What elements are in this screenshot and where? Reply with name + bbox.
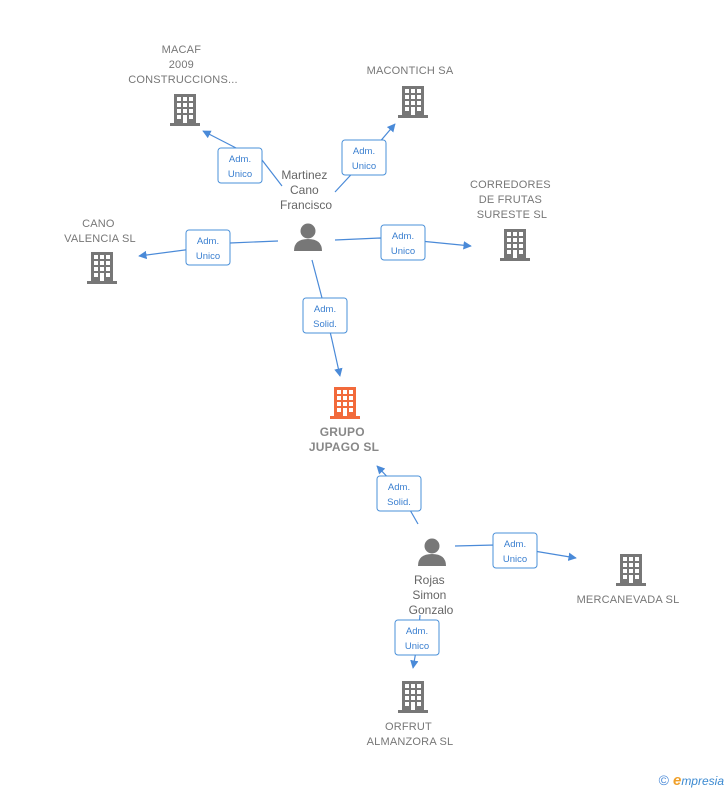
person-label-rojas: Rojas Simon Gonzalo [409,573,454,617]
building-icon [87,252,117,284]
person-node-martinez[interactable]: Martinez Cano Francisco [280,168,332,251]
company-node-cano-valencia[interactable]: CANO VALENCIA SL [64,218,136,284]
edge-label-e7[interactable]: Adm.Unico [492,532,538,569]
building-icon [500,229,530,261]
company-node-macaf[interactable]: MACAF 2009 CONSTRUCCIONS... [128,44,238,126]
edge-label-e2[interactable]: Adm.Unico [341,139,387,176]
svg-text:Adm.Unico: Adm.Unico [196,236,220,262]
svg-text:Adm.Unico: Adm.Unico [228,154,252,180]
company-node-grupo-jupago[interactable]: GRUPO JUPAGO SL [309,387,379,454]
building-icon [616,554,646,586]
edge-label-e1[interactable]: Adm.Unico [217,147,263,184]
company-label-orfrut: ORFRUT ALMANZORA SL [367,721,454,748]
edge-label-e3[interactable]: Adm.Unico [380,224,426,261]
company-label-macaf: MACAF 2009 CONSTRUCCIONS... [128,44,238,86]
brand-name: mpresia [681,774,724,788]
building-icon-main [330,387,360,419]
person-label-martinez: Martinez Cano Francisco [280,168,332,212]
svg-text:Adm.Unico: Adm.Unico [391,231,415,257]
company-label-mercanevada: MERCANEVADA SL [577,594,680,606]
building-icon [170,94,200,126]
footer-brand: ©empresia [659,772,724,789]
company-label-cano-valencia: CANO VALENCIA SL [64,218,136,245]
svg-text:Adm.Solid.: Adm.Solid. [387,482,411,508]
building-icon [398,681,428,713]
company-label-macontich: MACONTICH SA [367,65,454,77]
person-node-rojas[interactable]: Rojas Simon Gonzalo [409,538,454,618]
company-node-corredores[interactable]: CORREDORES DE FRUTAS SURESTE SL [470,179,554,261]
svg-text:Adm.Unico: Adm.Unico [503,539,527,565]
company-node-mercanevada[interactable]: MERCANEVADA SL [577,554,680,606]
company-node-macontich[interactable]: MACONTICH SA [367,65,454,118]
svg-text:Adm.Unico: Adm.Unico [405,626,429,652]
company-label-grupo-jupago: GRUPO JUPAGO SL [309,425,379,454]
copyright-icon: © [658,772,669,788]
company-node-orfrut[interactable]: ORFRUT ALMANZORA SL [367,681,454,748]
building-icon [398,86,428,118]
person-icon [294,223,322,251]
edge-label-e8[interactable]: Adm.Unico [394,619,440,656]
edge-label-e5[interactable]: Adm.Solid. [302,297,348,334]
svg-text:Adm.Solid.: Adm.Solid. [313,304,337,330]
brand-initial: e [672,772,682,789]
edge-label-e6[interactable]: Adm.Solid. [376,475,422,512]
person-icon [418,538,446,566]
edge-label-e4[interactable]: Adm.Unico [185,229,231,266]
company-label-corredores: CORREDORES DE FRUTAS SURESTE SL [470,179,554,221]
svg-text:Adm.Unico: Adm.Unico [352,146,376,172]
